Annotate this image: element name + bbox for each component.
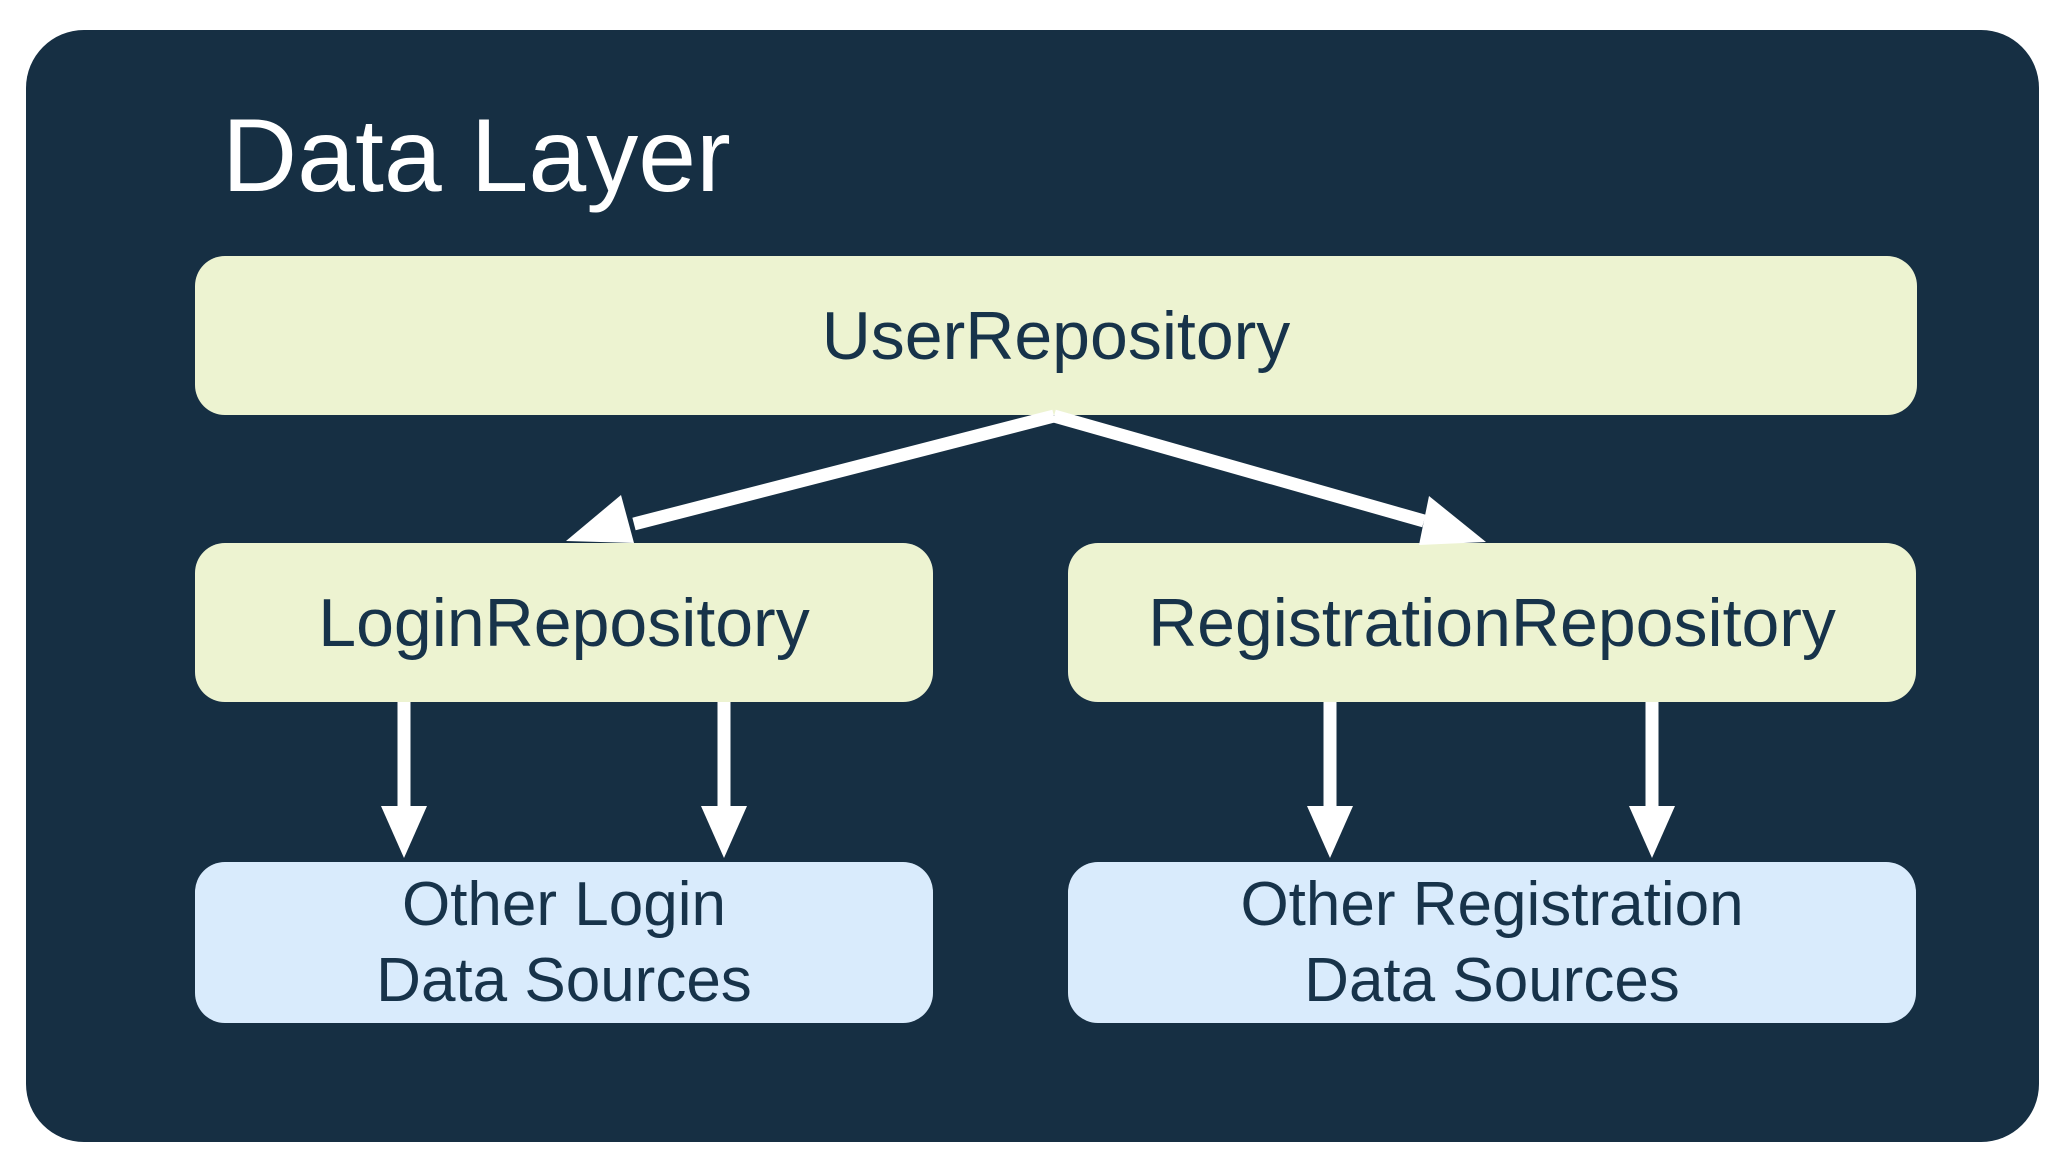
other-login-line1: Other Login: [401, 869, 726, 939]
user-repository-label: UserRepository: [821, 297, 1291, 374]
diagram-title: Data Layer: [222, 98, 731, 214]
node-other-registration-data-sources: Other Registration Data Sources: [1068, 862, 1916, 1023]
node-login-repository: LoginRepository: [195, 543, 933, 702]
other-login-data-sources-label: Other Login Data Sources: [376, 867, 752, 1019]
other-registration-line2: Data Sources: [1304, 945, 1680, 1015]
registration-repository-label: RegistrationRepository: [1148, 584, 1836, 661]
other-registration-line1: Other Registration: [1240, 869, 1744, 939]
login-repository-label: LoginRepository: [318, 584, 810, 661]
node-other-login-data-sources: Other Login Data Sources: [195, 862, 933, 1023]
other-login-line2: Data Sources: [376, 945, 752, 1015]
node-registration-repository: RegistrationRepository: [1068, 543, 1916, 702]
other-registration-data-sources-label: Other Registration Data Sources: [1240, 867, 1743, 1019]
node-user-repository: UserRepository: [195, 256, 1917, 415]
